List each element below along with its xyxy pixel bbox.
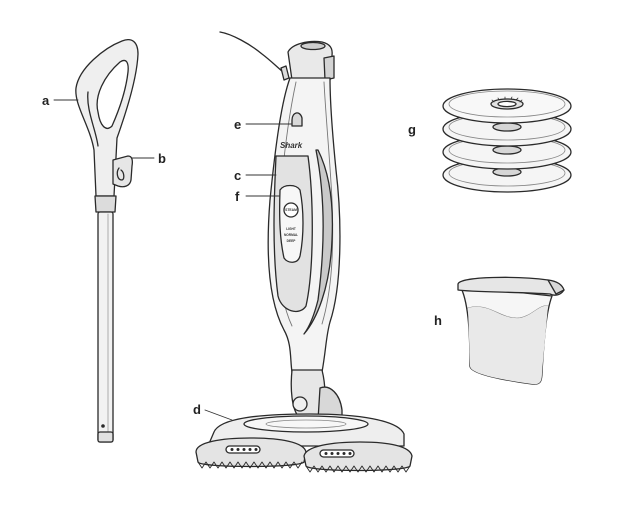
measuring-cup (458, 277, 564, 384)
label-h: h (434, 313, 442, 328)
handle-release-dot (101, 424, 105, 428)
mop-head-top-ridge (244, 416, 368, 432)
mop-head-top-ridge-inner (266, 420, 346, 428)
handle-part (76, 40, 138, 442)
handle-collar (95, 196, 116, 212)
mode-normal-label: NORMAL (284, 233, 298, 237)
handle-tube (98, 212, 113, 442)
label-c: c (234, 168, 242, 183)
cup-spout (548, 280, 564, 294)
left-pad-vent-holes (230, 448, 258, 451)
cup-water-fill (468, 305, 548, 385)
steam-mop-body: Shark STEAM LIGHT NORMAL DEEP (196, 32, 412, 472)
right-pad-vent-holes (324, 452, 352, 455)
handle-grip-band (88, 92, 98, 146)
handle-latch (324, 56, 334, 80)
leader-lines (54, 100, 292, 420)
neck-pivot-button (293, 397, 307, 411)
label-a: a (42, 93, 50, 108)
left-pad-fringe (198, 462, 302, 468)
label-f: f (235, 189, 240, 204)
label-g: g (408, 122, 416, 137)
label-b: b (158, 151, 166, 166)
body-contour-right (322, 82, 333, 324)
pad-center-teeth (492, 97, 522, 102)
leader-d (205, 410, 232, 420)
label-d: d (193, 402, 201, 417)
handle-grip-opening (97, 60, 128, 128)
mop-pads-stack (443, 89, 571, 192)
label-e: e (234, 117, 242, 132)
power-cord-plug (281, 66, 289, 80)
right-pad-fringe (306, 466, 410, 472)
steam-trigger (292, 113, 302, 126)
body-side-panel (304, 150, 332, 334)
brand-logo: Shark (280, 141, 303, 150)
top-cap-opening (301, 43, 325, 50)
control-panel (280, 186, 303, 263)
right-pad-base (304, 442, 412, 471)
mode-light-label: LIGHT (286, 227, 296, 231)
cord-clip-hook (117, 168, 123, 180)
steam-button[interactable] (284, 203, 298, 217)
mode-deep-label: DEEP (287, 239, 297, 243)
steam-button-label: STEAM (285, 208, 297, 212)
power-cord (220, 32, 283, 72)
handle-tube-end (98, 432, 113, 442)
pad-disc-1 (443, 89, 571, 123)
